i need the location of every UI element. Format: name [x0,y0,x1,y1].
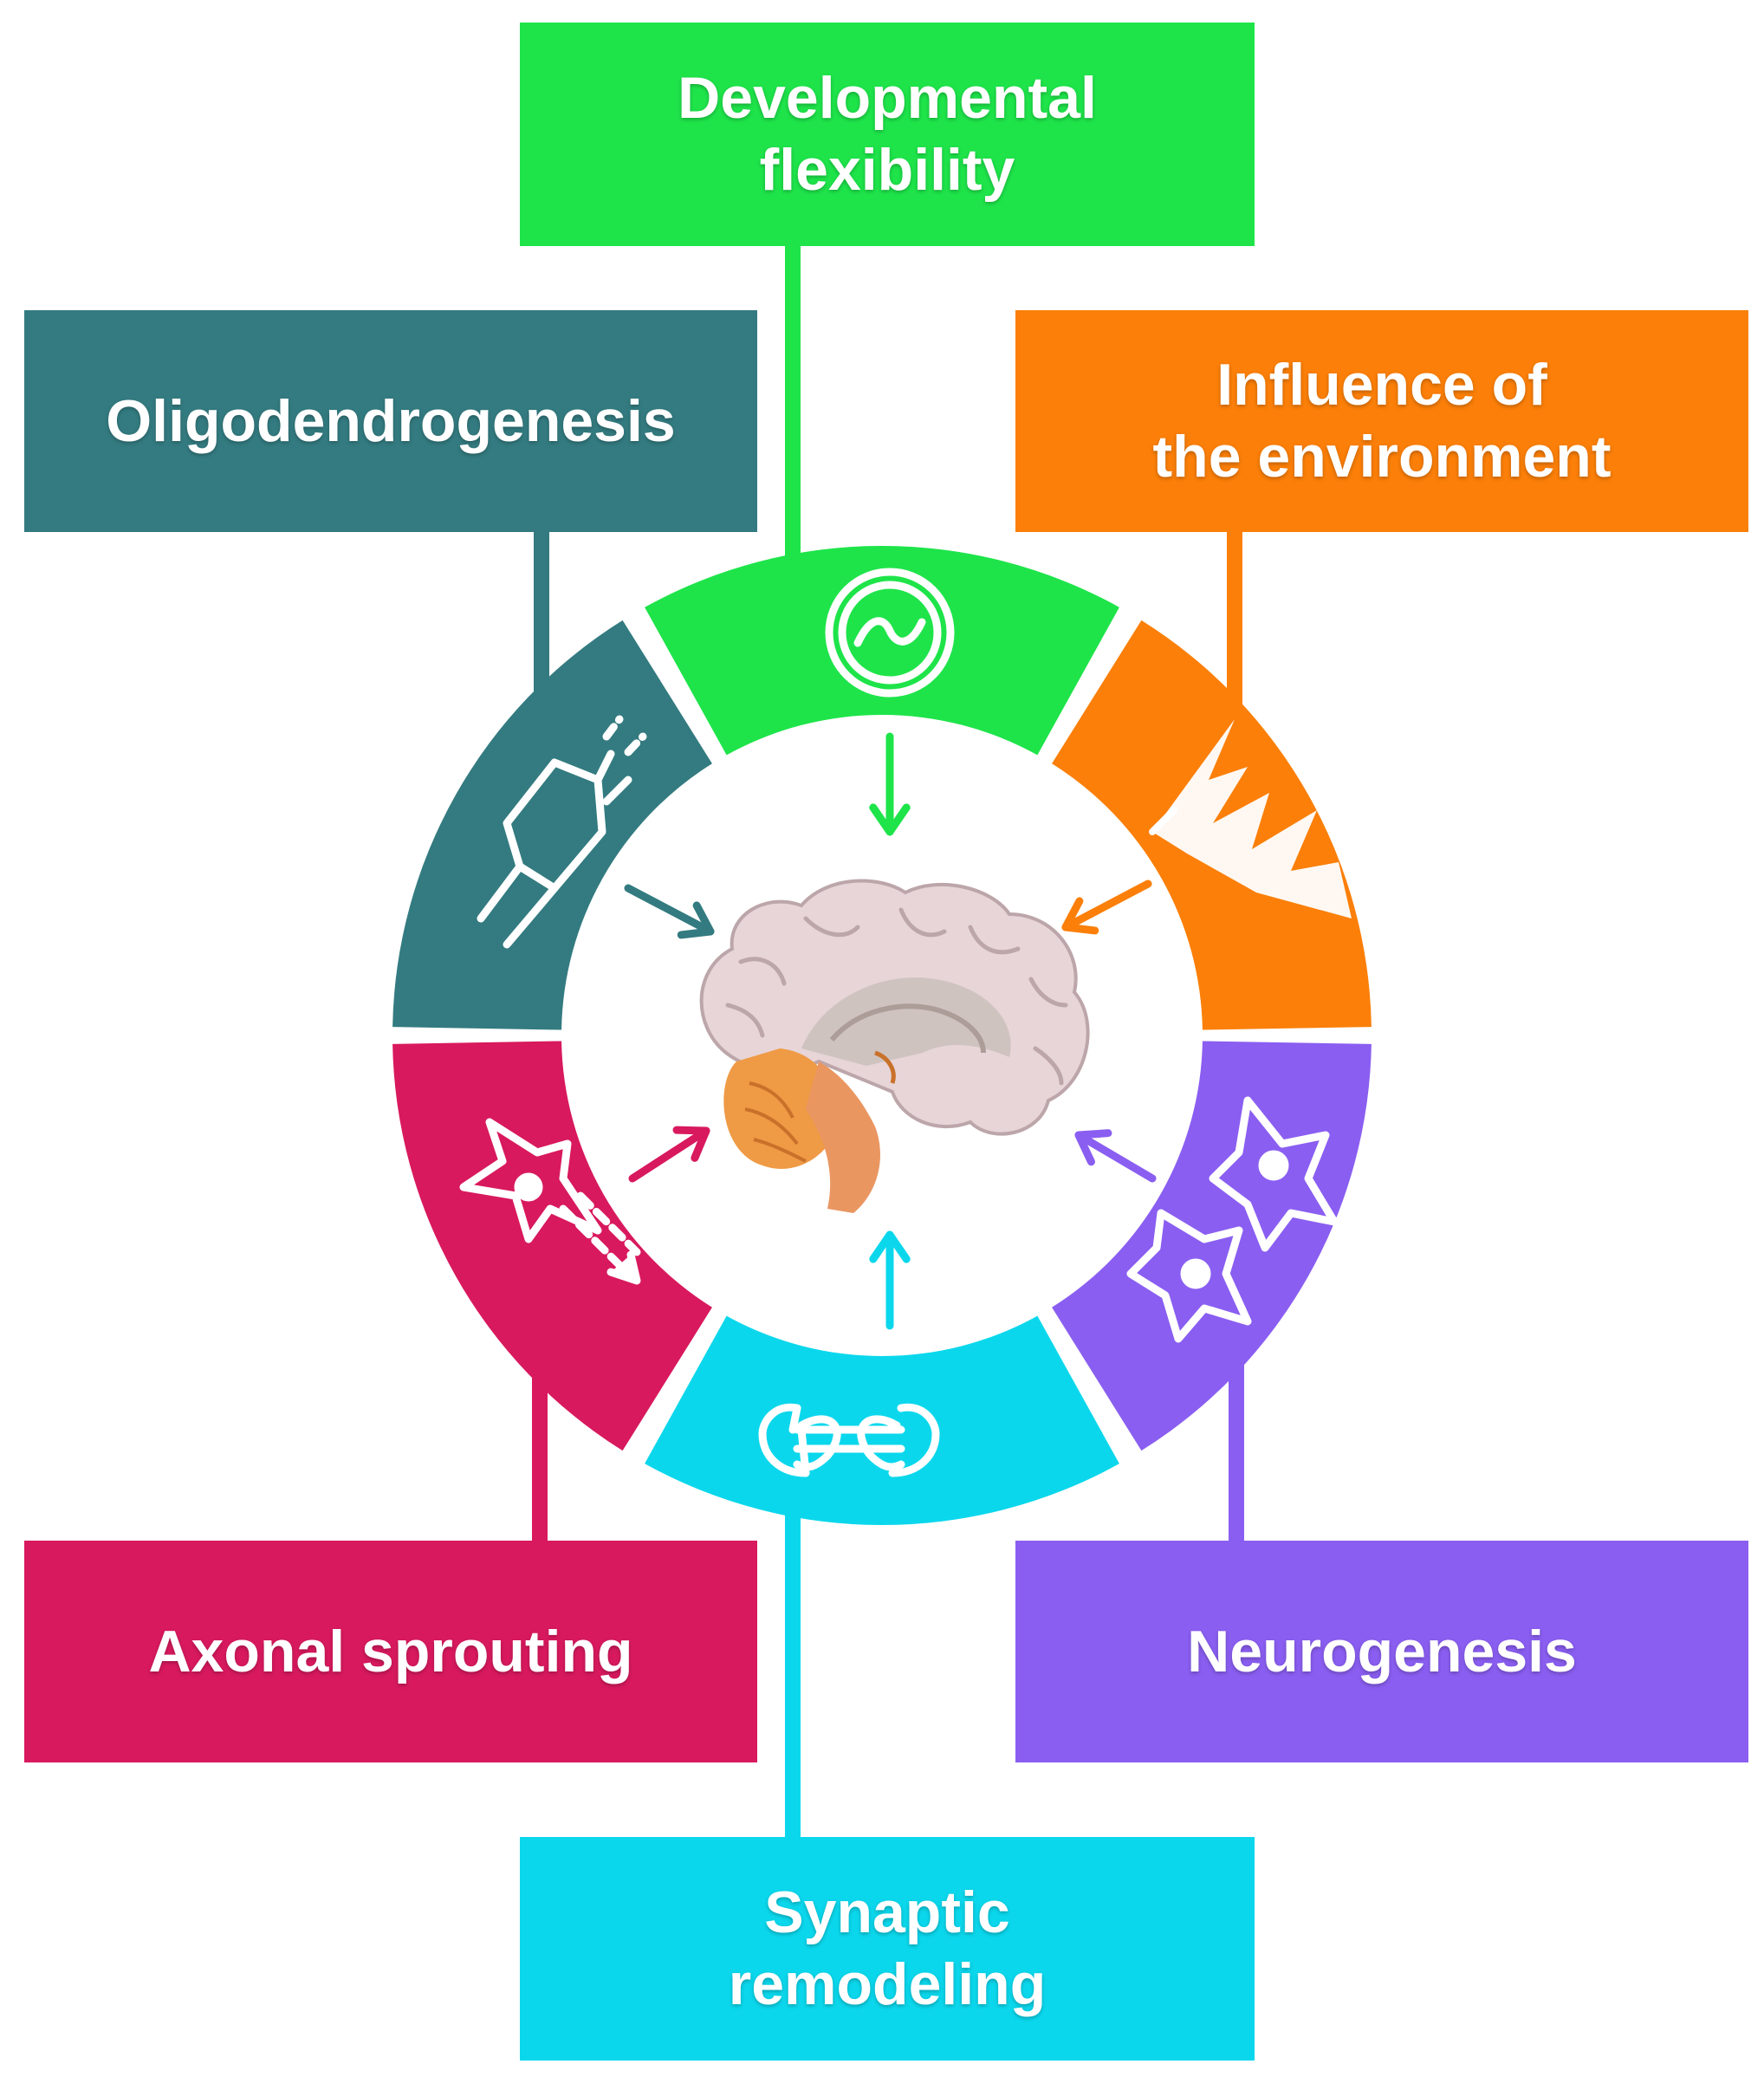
developmental-flexibility-label: Developmental flexibility [678,65,1097,203]
oligodendrogenesis-arrow [624,884,715,939]
influence-of-environment-label: Influence of the environment [1152,352,1612,490]
developmental-flexibility-box: Developmental flexibility [520,23,1255,246]
lightning-icon [1149,719,1352,918]
influence-of-environment-box: Influence of the environment [1015,310,1748,532]
axonal-sprouting-label: Axonal sprouting [148,1618,633,1684]
neurogenesis-arrow [1074,1129,1157,1183]
developmental-arrow [869,732,911,836]
axonal-sprouting-segment [392,1041,712,1451]
oligodendrogenesis-box: Oligodendrogenesis [24,310,757,532]
neurogenesis-segment [1052,1041,1372,1451]
synaptic-arrow [869,1230,911,1330]
axonal-sprouting-box: Axonal sprouting [24,1541,757,1762]
environment-arrow [1061,879,1152,935]
synapse-icon [758,1403,940,1477]
neuron-sprout-icon [459,1118,641,1285]
myelin-sheath-icon [477,715,647,949]
neurogenesis-label: Neurogenesis [1187,1618,1577,1684]
brain-icon [699,879,1090,1213]
neural-cells-icon [1126,1096,1339,1343]
synaptic-remodeling-label: Synaptic remodeling [728,1879,1047,2017]
developmental-flexibility-segment [645,545,1119,756]
wave-circle-icon [825,568,955,698]
axonal-sprouting-arrow [628,1126,710,1183]
oligodendrogenesis-label: Oligodendrogenesis [106,387,676,454]
neurogenesis-box: Neurogenesis [1015,1541,1748,1762]
synaptic-remodeling-box: Synaptic remodeling [520,1837,1255,2061]
oligodendrogenesis-segment [392,620,712,1030]
